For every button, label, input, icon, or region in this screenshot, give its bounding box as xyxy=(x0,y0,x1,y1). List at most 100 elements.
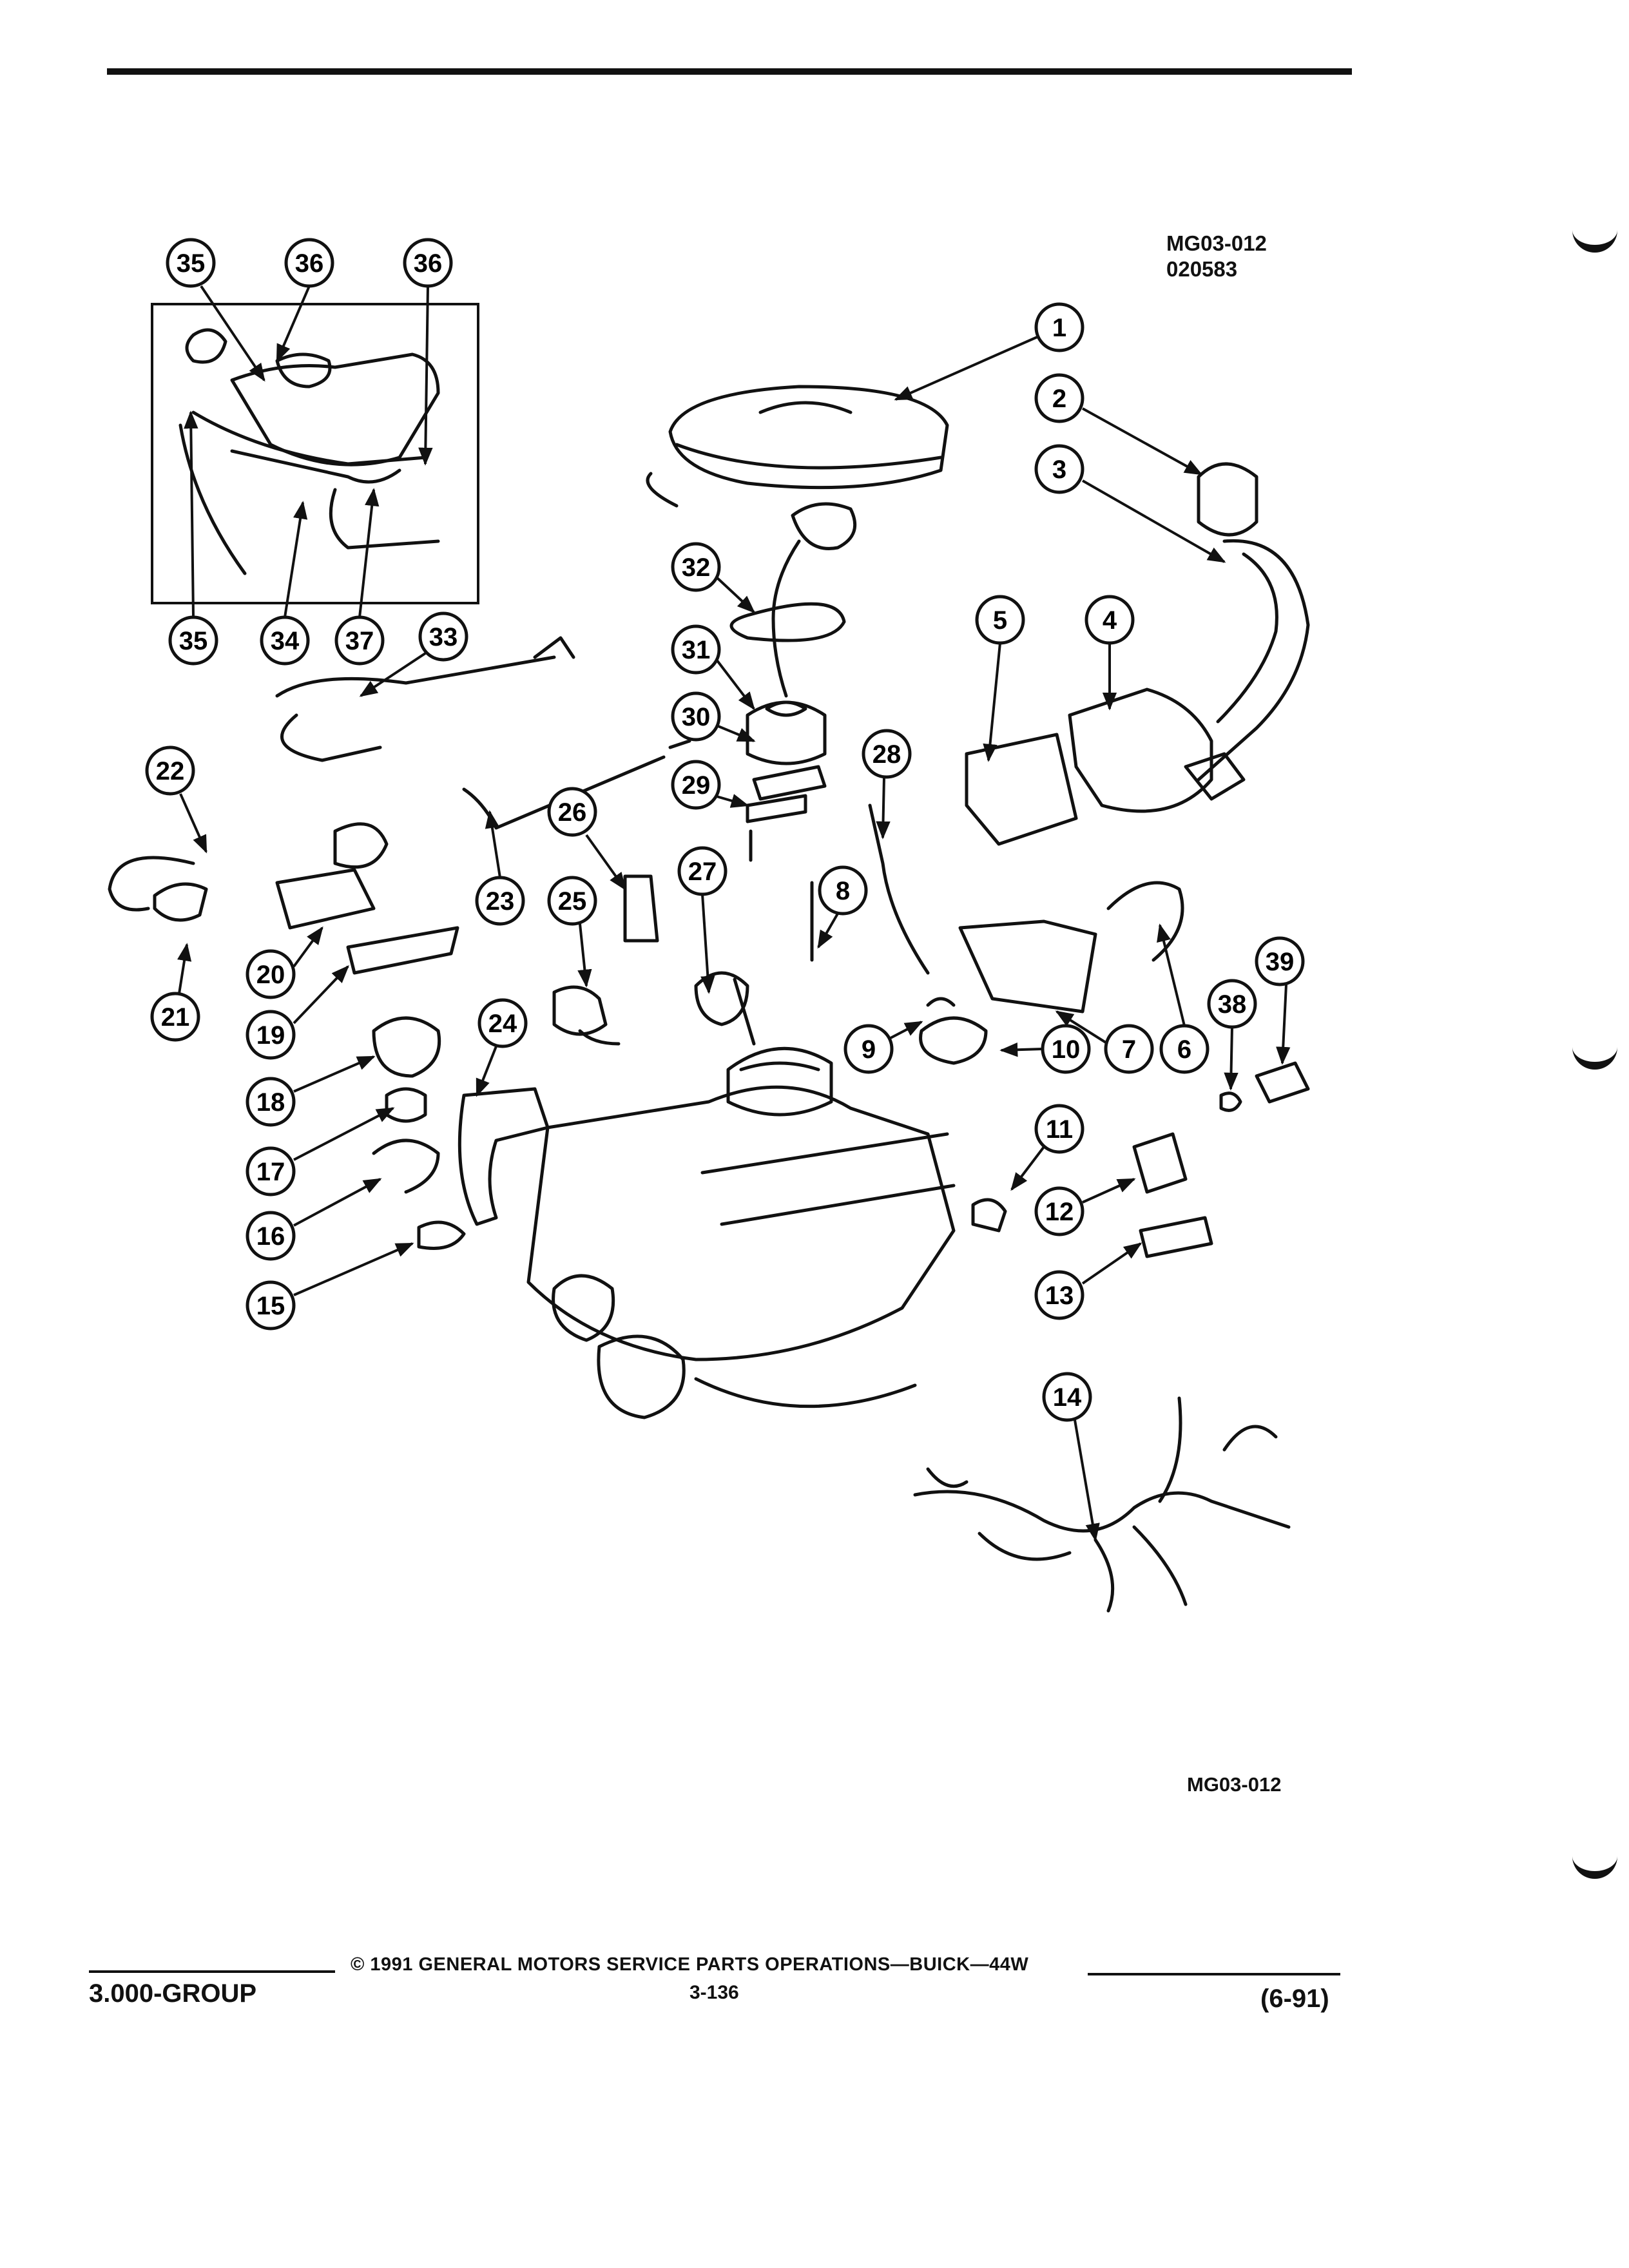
leader-line xyxy=(1074,1419,1100,1542)
callout-number: 7 xyxy=(1122,1035,1136,1064)
callout-27: 27 xyxy=(677,846,728,896)
callout-number: 25 xyxy=(558,887,587,916)
callout-number: 35 xyxy=(177,249,206,278)
leader-line xyxy=(293,1055,376,1093)
callout-11: 11 xyxy=(1034,1104,1084,1154)
callout-1: 1 xyxy=(1034,302,1084,352)
leader-line xyxy=(716,794,749,808)
leader-line xyxy=(1082,479,1226,563)
footer-rule-right xyxy=(1088,1973,1340,1975)
callout-number: 9 xyxy=(862,1035,876,1064)
inset-throttle-body-drawing xyxy=(178,328,440,575)
callout-number: 12 xyxy=(1045,1198,1074,1226)
callout-number: 18 xyxy=(256,1088,285,1117)
leader-line xyxy=(358,488,380,618)
leader-line xyxy=(577,923,592,988)
page-number: 3-136 xyxy=(689,1982,739,2003)
callout-35: 35 xyxy=(166,238,216,288)
callout-33: 33 xyxy=(418,611,468,662)
leader-line xyxy=(700,894,715,994)
leader-line xyxy=(585,834,626,891)
revision-date: (6-91) xyxy=(1260,1984,1329,2013)
callout-39: 39 xyxy=(1255,936,1305,986)
callout-34: 34 xyxy=(260,615,310,666)
wiring-harness-14-drawing xyxy=(913,1396,1291,1613)
callout-20: 20 xyxy=(246,949,296,999)
leader-line xyxy=(293,1107,395,1161)
bracket-12-13-drawing xyxy=(1132,1132,1213,1258)
bottom-illustration-id: MG03-012 xyxy=(1187,1773,1282,1796)
leader-line xyxy=(293,926,323,968)
sensor-10-9-drawing xyxy=(919,997,988,1065)
leader-line xyxy=(284,501,308,618)
leader-line xyxy=(715,576,756,613)
leader-line xyxy=(1276,984,1291,1065)
leader-line xyxy=(716,724,756,742)
leader-line xyxy=(293,1178,382,1227)
callout-number: 10 xyxy=(1052,1035,1081,1064)
filter-element-drawing xyxy=(746,700,827,765)
callout-number: 21 xyxy=(161,1003,190,1032)
engine-assembly-drawing xyxy=(526,1046,956,1419)
callout-5: 5 xyxy=(975,595,1025,645)
callout-13: 13 xyxy=(1034,1270,1084,1320)
callout-35: 35 xyxy=(168,615,218,666)
top-rule xyxy=(107,68,1352,75)
switch-27-drawing xyxy=(694,971,756,1046)
inset-frame xyxy=(151,303,479,604)
callout-10: 10 xyxy=(1041,1024,1091,1074)
callout-14: 14 xyxy=(1042,1372,1092,1422)
gasket-15-drawing xyxy=(417,1220,466,1250)
leader-line xyxy=(983,642,1001,762)
flex-duct-3-drawing xyxy=(1197,539,1310,782)
callout-7: 7 xyxy=(1104,1024,1154,1074)
gasket-ring-drawing xyxy=(729,602,846,642)
callout-number: 33 xyxy=(429,623,458,651)
callout-number: 17 xyxy=(256,1158,285,1186)
leader-line xyxy=(1082,1178,1136,1204)
leader-line xyxy=(894,335,1039,401)
parts-38-39-drawing xyxy=(1219,1061,1310,1112)
callout-37: 37 xyxy=(334,615,385,666)
callout-number: 11 xyxy=(1046,1115,1073,1144)
callout-28: 28 xyxy=(862,729,912,779)
leader-line xyxy=(715,658,755,711)
leader-line xyxy=(1157,923,1186,1026)
callout-number: 13 xyxy=(1045,1282,1074,1310)
callout-number: 27 xyxy=(688,858,717,886)
callout-32: 32 xyxy=(671,542,721,592)
callout-3: 3 xyxy=(1034,444,1084,494)
copyright-line: © 1991 GENERAL MOTORS SERVICE PARTS OPER… xyxy=(351,1954,1029,1975)
callout-number: 37 xyxy=(345,627,374,655)
callout-38: 38 xyxy=(1207,979,1257,1029)
callout-number: 32 xyxy=(682,553,711,582)
callout-2: 2 xyxy=(1034,373,1084,423)
callout-number: 23 xyxy=(486,887,515,916)
callout-16: 16 xyxy=(246,1211,296,1261)
leader-line xyxy=(999,1043,1043,1057)
air-cleaner-drawing xyxy=(646,385,949,698)
leader-line xyxy=(876,776,891,840)
leader-line xyxy=(293,1242,414,1296)
callout-6: 6 xyxy=(1159,1024,1210,1074)
callout-36: 36 xyxy=(403,238,453,288)
leader-line xyxy=(485,810,501,878)
callout-number: 29 xyxy=(682,771,711,800)
callout-18: 18 xyxy=(246,1077,296,1127)
leader-line xyxy=(1082,407,1203,476)
bracket-24-drawing xyxy=(458,1087,550,1226)
callout-number: 2 xyxy=(1052,385,1066,413)
callout-30: 30 xyxy=(671,691,721,742)
bracket-29-drawing xyxy=(746,794,807,862)
leader-line xyxy=(200,285,265,382)
callout-number: 14 xyxy=(1053,1383,1082,1412)
callout-4: 4 xyxy=(1084,595,1135,645)
callout-25: 25 xyxy=(547,876,597,926)
illustration-date: 020583 xyxy=(1166,257,1238,281)
callout-31: 31 xyxy=(671,624,721,675)
callout-number: 5 xyxy=(993,606,1007,635)
callout-number: 6 xyxy=(1177,1035,1191,1064)
sensor-11-drawing xyxy=(971,1198,1007,1233)
